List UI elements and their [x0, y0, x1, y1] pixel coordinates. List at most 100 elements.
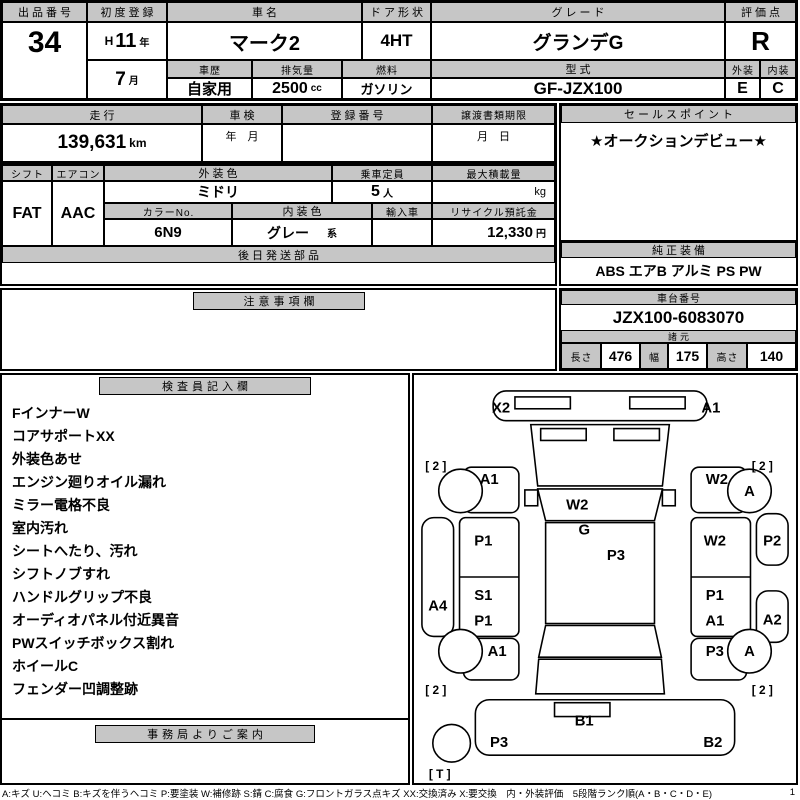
- capacity-header: 乗車定員: [332, 165, 432, 181]
- dimension-length-value: 476: [601, 343, 640, 369]
- diagram-label-right-front-door: W2: [704, 533, 726, 549]
- inspector-note-item: エンジン廻りオイル漏れ: [12, 474, 166, 490]
- diagram-label-left-quarter: A1: [488, 644, 507, 660]
- first-registration-header: 初度登録: [87, 2, 167, 22]
- lot-number-value: 34: [2, 22, 87, 99]
- score-value: R: [725, 22, 796, 60]
- diagram-label-windshield: W2: [566, 498, 588, 514]
- diagram-label-front-left: X2: [492, 401, 510, 417]
- shaken-text: 年 月: [225, 131, 259, 143]
- inspector-note-item: 室内汚れ: [12, 520, 68, 536]
- diagram-label-left-fender: A1: [480, 472, 499, 488]
- inspector-note-item: フェンダー凹調整跡: [12, 681, 138, 697]
- diagram-label-right-sill-top: P2: [763, 533, 781, 549]
- shift-header: シフト: [2, 165, 52, 181]
- exterior-score-value: E: [725, 78, 760, 99]
- interior-color-value: グレー 系: [232, 219, 372, 246]
- exterior-color-value: ミドリ: [104, 181, 332, 203]
- recycle-deposit-unit: 円: [536, 229, 546, 240]
- diagram-label-left-sill: A4: [428, 599, 448, 615]
- dimensions-header: 諸元: [561, 330, 796, 343]
- registration-number-header: 登録番号: [282, 105, 432, 124]
- exterior-score-text: E: [737, 79, 748, 97]
- fuel-text: ガソリン: [360, 82, 413, 97]
- dimension-length-text: 476: [608, 348, 633, 364]
- dimension-height-text: 140: [759, 348, 784, 364]
- chassis-section: 車台番号 JZX100-6083070 諸元 長さ 476 幅 175 高さ 1…: [559, 288, 798, 371]
- displacement-number: 2500: [272, 79, 308, 97]
- transfer-deadline-text: 月 日: [477, 131, 510, 143]
- mileage-unit: km: [129, 136, 147, 150]
- car-history-value: 自家用: [167, 78, 252, 99]
- diagram-label-left-rear-door-s: S1: [474, 588, 492, 604]
- capacity-unit: 人: [382, 188, 393, 200]
- fuel-value: ガソリン: [342, 78, 431, 99]
- inspector-note-item: コアサポートXX: [12, 428, 115, 444]
- diagram-label-front-right: A1: [701, 401, 720, 417]
- spec-section: シフト エアコン 外装色 乗車定員 最大積載量 FAT AAC ミドリ 5 人 …: [0, 163, 557, 286]
- diagram-label-right-front-wheel: A: [744, 484, 755, 500]
- color-no-value: 6N9: [104, 219, 232, 246]
- color-no-header: カラーNo.: [104, 203, 232, 219]
- dimension-width-text: 175: [675, 348, 700, 364]
- later-shipping-parts-header: 後日発送部品: [2, 246, 555, 263]
- dimension-height-value: 140: [747, 343, 796, 369]
- legend-text: A:キズ U:ヘコミ B:キズを伴うヘコミ P:要塗装 W:補修跡 S:錆 C:…: [2, 788, 713, 800]
- exterior-color-header: 外装色: [104, 165, 332, 181]
- chassis-number-header: 車台番号: [561, 290, 796, 305]
- sales-point-section: セールスポイント ★オークションデビュー★: [559, 103, 798, 242]
- car-history-text: 自家用: [186, 81, 232, 98]
- inspector-section: 検査員記入欄 FインナーW コアサポートXX 外装色あせ エンジン廻りオイル漏れ…: [0, 373, 410, 720]
- diagram-tire-mark-rl: [ 2 ]: [425, 683, 446, 697]
- aircon-header: エアコン: [52, 165, 104, 181]
- max-load-header: 最大積載量: [432, 165, 555, 181]
- interior-score-text: C: [772, 79, 784, 97]
- transfer-deadline-header: 譲渡書類期限: [432, 105, 555, 124]
- dimension-width-value: 175: [668, 343, 707, 369]
- import-car-value: [372, 219, 432, 246]
- max-load-value: kg: [432, 181, 555, 203]
- diagram-tire-mark-fl: [ 2 ]: [425, 459, 446, 473]
- era-text: H: [104, 34, 114, 48]
- later-shipping-area: [2, 263, 555, 284]
- inspector-note-item: PWスイッチボックス割れ: [12, 635, 175, 651]
- interior-score-value: C: [760, 78, 796, 99]
- lot-number-header: 出品番号: [2, 2, 87, 22]
- inspector-note-item: シートへたり、汚れ: [12, 543, 138, 559]
- diagram-label-rear-bumper-right: B2: [703, 735, 722, 751]
- sales-point-text: ★オークションデビュー★: [590, 133, 767, 150]
- diagram-label-glass-chip: G: [578, 522, 590, 538]
- mileage-section: 走行 車検 登録番号 譲渡書類期限 139,631 km 年 月 月 日: [0, 103, 557, 164]
- recycle-deposit-number: 12,330: [487, 224, 533, 241]
- equipment-text: ABS エアB アルミ PS PW: [595, 263, 762, 279]
- inspector-notes-list: FインナーW コアサポートXX 外装色あせ エンジン廻りオイル漏れ ミラー電格不…: [12, 402, 402, 701]
- inspector-note-item: ハンドルグリップ不良: [12, 589, 152, 605]
- displacement-header: 排気量: [252, 60, 342, 78]
- recycle-deposit-value: 12,330 円: [432, 219, 555, 246]
- diagram-label-right-rear-door: P1: [706, 588, 724, 604]
- equipment-section: 純正装備 ABS エアB アルミ PS PW: [559, 240, 798, 286]
- dimension-width-label: 幅: [640, 343, 668, 369]
- max-load-unit: kg: [534, 186, 546, 198]
- car-damage-diagram: X2 A1 [ 2 ] A1 W2 [ 2 ] W2 A P1 G W2 P2 …: [421, 390, 789, 781]
- sales-point-header: セールスポイント: [561, 105, 796, 123]
- dimension-height-label: 高さ: [707, 343, 747, 369]
- fuel-header: 燃料: [342, 60, 431, 78]
- diagram-label-right-rear-wheel: A: [744, 644, 755, 660]
- car-name-header: 車名: [167, 2, 362, 22]
- diagram-spare-tire-mark: [ T ]: [429, 767, 451, 781]
- inspector-note-item: ホイールC: [12, 658, 79, 674]
- office-info-section: 事務局よりご案内: [0, 718, 410, 785]
- shaken-header: 車検: [202, 105, 282, 124]
- dimension-length-label: 長さ: [561, 343, 601, 369]
- notes-section: 注意事項欄: [0, 288, 557, 371]
- diagram-tire-mark-rr: [ 2 ]: [752, 683, 773, 697]
- first-registration-year: H 11 年: [87, 22, 167, 60]
- import-car-header: 輸入車: [372, 203, 432, 219]
- recycle-deposit-header: リサイクル預託金: [432, 203, 555, 219]
- displacement-value: 2500 cc: [252, 78, 342, 99]
- page-number: 1: [789, 787, 795, 798]
- model-code-header: 型式: [431, 60, 725, 78]
- inspector-notes-header: 検査員記入欄: [99, 377, 311, 395]
